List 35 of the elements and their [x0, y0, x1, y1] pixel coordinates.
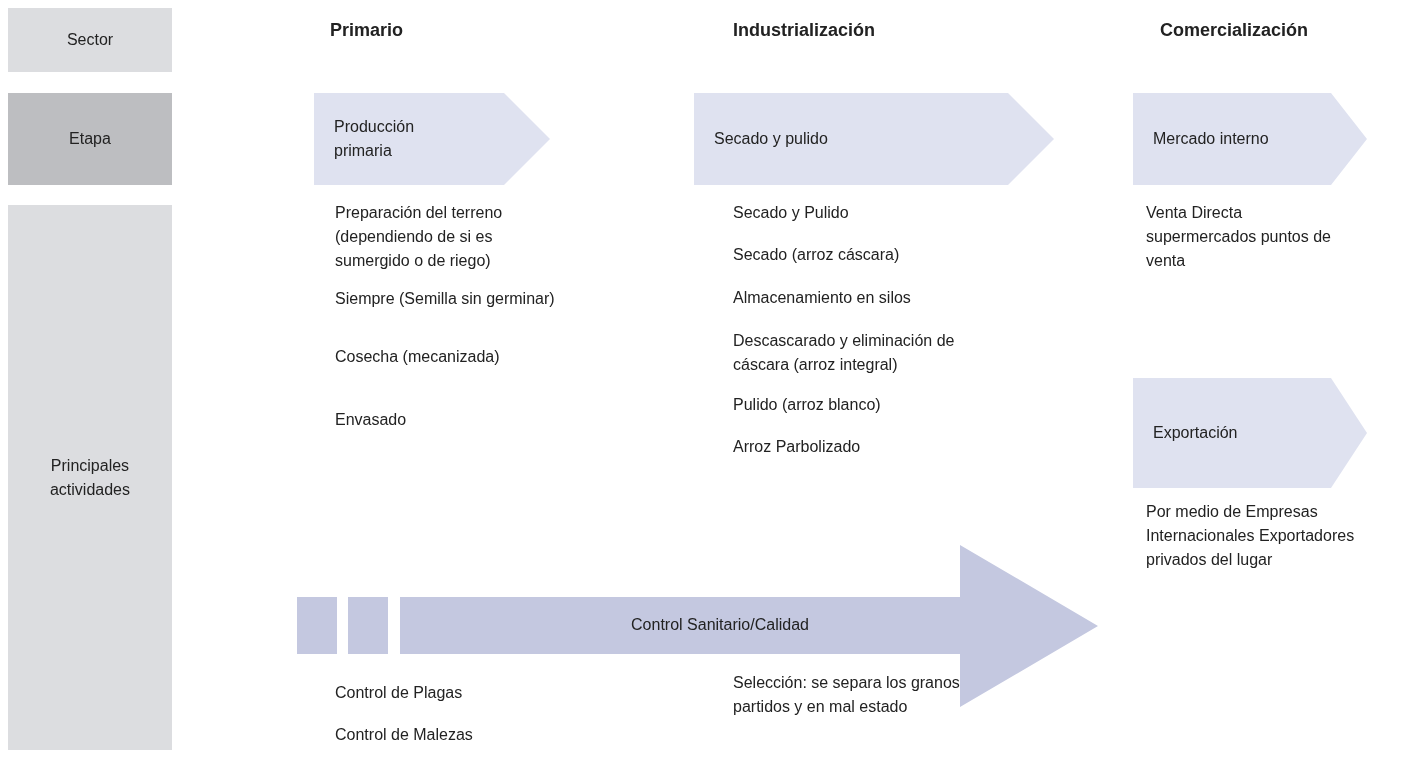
activity-text: Envasado [335, 410, 408, 430]
column-header: Primario [330, 19, 405, 42]
activity-text: Selección: se separa los granos partidos y en mal estado [733, 673, 961, 717]
stage-label: Producción primaria [334, 117, 416, 161]
arrow-tail-block [348, 597, 388, 654]
row-header-text: Etapa [68, 129, 112, 149]
activity-text: Almacenamiento en silos [733, 288, 912, 308]
stage-label: Exportación [1153, 423, 1239, 443]
stage-chevron [694, 93, 1054, 185]
row-header-text: Sector [65, 30, 115, 50]
row-header-text: Principales actividades [48, 455, 131, 500]
activity-text: Control de Plagas [335, 683, 464, 703]
stage-chevron [1133, 93, 1367, 185]
activity-text: Pulido (arroz blanco) [733, 395, 882, 415]
activity-text: Cosecha (mecanizada) [335, 347, 501, 367]
activity-text: Siempre (Semilla sin germinar) [335, 289, 556, 309]
row-header-band [8, 205, 172, 750]
row-header-band [8, 93, 172, 185]
activity-text: Preparación del terreno (dependiendo de si es sumergido o de riego) [335, 203, 504, 271]
activity-text: Secado y Pulido [733, 203, 850, 223]
stage-chevron [314, 93, 550, 185]
column-header: Comercialización [1160, 19, 1310, 42]
activity-text: Arroz Parbolizado [733, 437, 862, 457]
stage-label: Secado y pulido [714, 129, 829, 149]
activity-text: Venta Directa supermercados puntos de venta [1146, 203, 1332, 271]
arrow-tail-block [297, 597, 337, 654]
row-header-band [8, 8, 172, 72]
arrow-label: Control Sanitario/Calidad [630, 615, 810, 635]
activity-text: Descascarado y eliminación de cáscara (arroz integral) [733, 331, 956, 375]
activity-text: Control de Malezas [335, 725, 474, 745]
activity-text: Secado (arroz cáscara) [733, 245, 901, 265]
stage-label: Mercado interno [1153, 129, 1270, 149]
stage-chevron [1133, 378, 1367, 488]
column-header: Industrialización [733, 19, 877, 42]
activity-text: Por medio de Empresas Internacionales Exportadores privados del lugar [1146, 502, 1356, 570]
